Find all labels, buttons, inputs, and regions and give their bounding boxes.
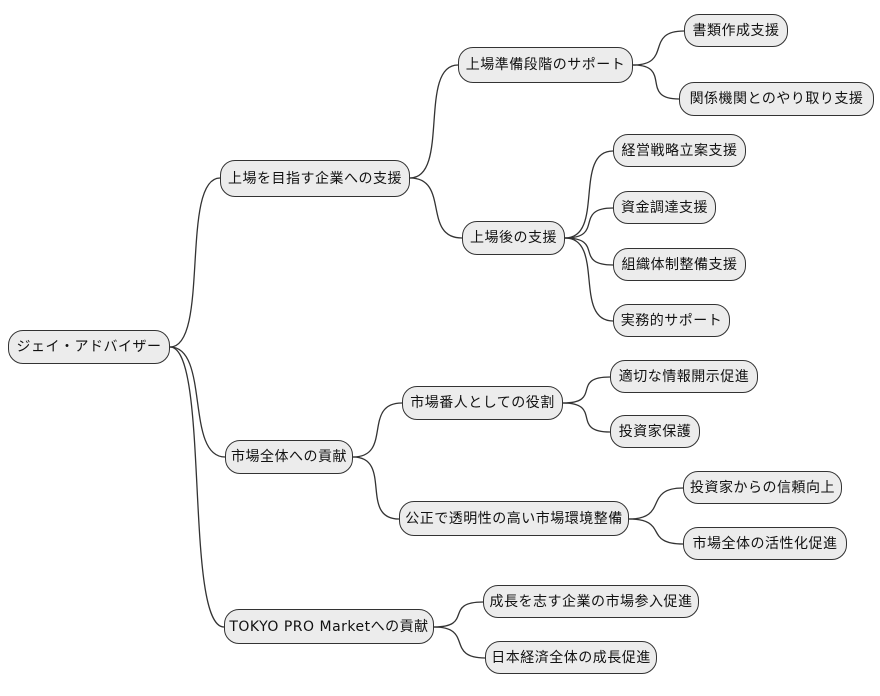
edge-c1b-l6 xyxy=(564,237,614,322)
edge-root-b2 xyxy=(169,346,226,458)
mindmap-node-investor-trust: 投資家からの信頼向上 xyxy=(683,471,842,504)
mindmap-node-market-guardian-role: 市場番人としての役割 xyxy=(402,386,563,420)
mindmap-node-prep-stage-support: 上場準備段階のサポート xyxy=(458,47,633,83)
edge-c1b-l5 xyxy=(564,237,614,266)
edge-c1a-l2 xyxy=(632,64,680,100)
mindmap-node-market-vitalization: 市場全体の活性化促進 xyxy=(683,527,847,560)
edge-c1b-l3 xyxy=(564,150,614,239)
edge-c2b-l10 xyxy=(628,518,684,545)
mindmap-node-market-contribution: 市場全体への貢献 xyxy=(225,440,353,474)
mindmap-node-japan-economy-growth: 日本経済全体の成長促進 xyxy=(485,641,657,674)
mindmap-node-document-support: 書類作成支援 xyxy=(684,14,788,47)
edge-c1b-l4 xyxy=(564,207,614,239)
edge-b3-l12 xyxy=(433,626,486,659)
mindmap-node-post-listing-support: 上場後の支援 xyxy=(462,221,565,255)
edge-c2a-l7 xyxy=(562,376,611,404)
mindmap-node-listing-support: 上場を目指す企業への支援 xyxy=(220,160,410,197)
mindmap-node-practical-support: 実務的サポート xyxy=(613,304,730,337)
edge-c1a-l1 xyxy=(632,30,685,66)
mindmap-node-market-entry-promotion: 成長を志す企業の市場参入促進 xyxy=(483,585,699,618)
mindmap-node-org-structure-support: 組織体制整備支援 xyxy=(613,248,746,281)
edge-root-b1 xyxy=(169,177,221,348)
mindmap-node-agency-liaison: 関係機関とのやり取り支援 xyxy=(679,82,874,116)
mindmap-node-fair-transparent-market: 公正で透明性の高い市場環境整備 xyxy=(399,501,629,536)
mindmap-node-investor-protection: 投資家保護 xyxy=(610,415,700,448)
edge-root-b3 xyxy=(169,346,225,628)
edge-c2b-l9 xyxy=(628,487,684,520)
edge-b1-c1b xyxy=(409,177,463,239)
edge-b1-c1a xyxy=(409,64,459,179)
edge-b2-c2b xyxy=(352,456,400,520)
mindmap-node-tokyo-pro-market: TOKYO PRO Marketへの貢献 xyxy=(224,609,434,644)
mindmap-node-root: ジェイ・アドバイザー xyxy=(8,330,170,364)
mindmap-node-disclosure-promotion: 適切な情報開示促進 xyxy=(610,360,758,393)
mindmap-node-funding-support: 資金調達支援 xyxy=(613,191,716,224)
edge-b3-l11 xyxy=(433,601,484,628)
mindmap-node-strategy-support: 経営戦略立案支援 xyxy=(613,134,746,167)
edge-b2-c2a xyxy=(352,402,403,458)
edge-c2a-l8 xyxy=(562,402,611,433)
